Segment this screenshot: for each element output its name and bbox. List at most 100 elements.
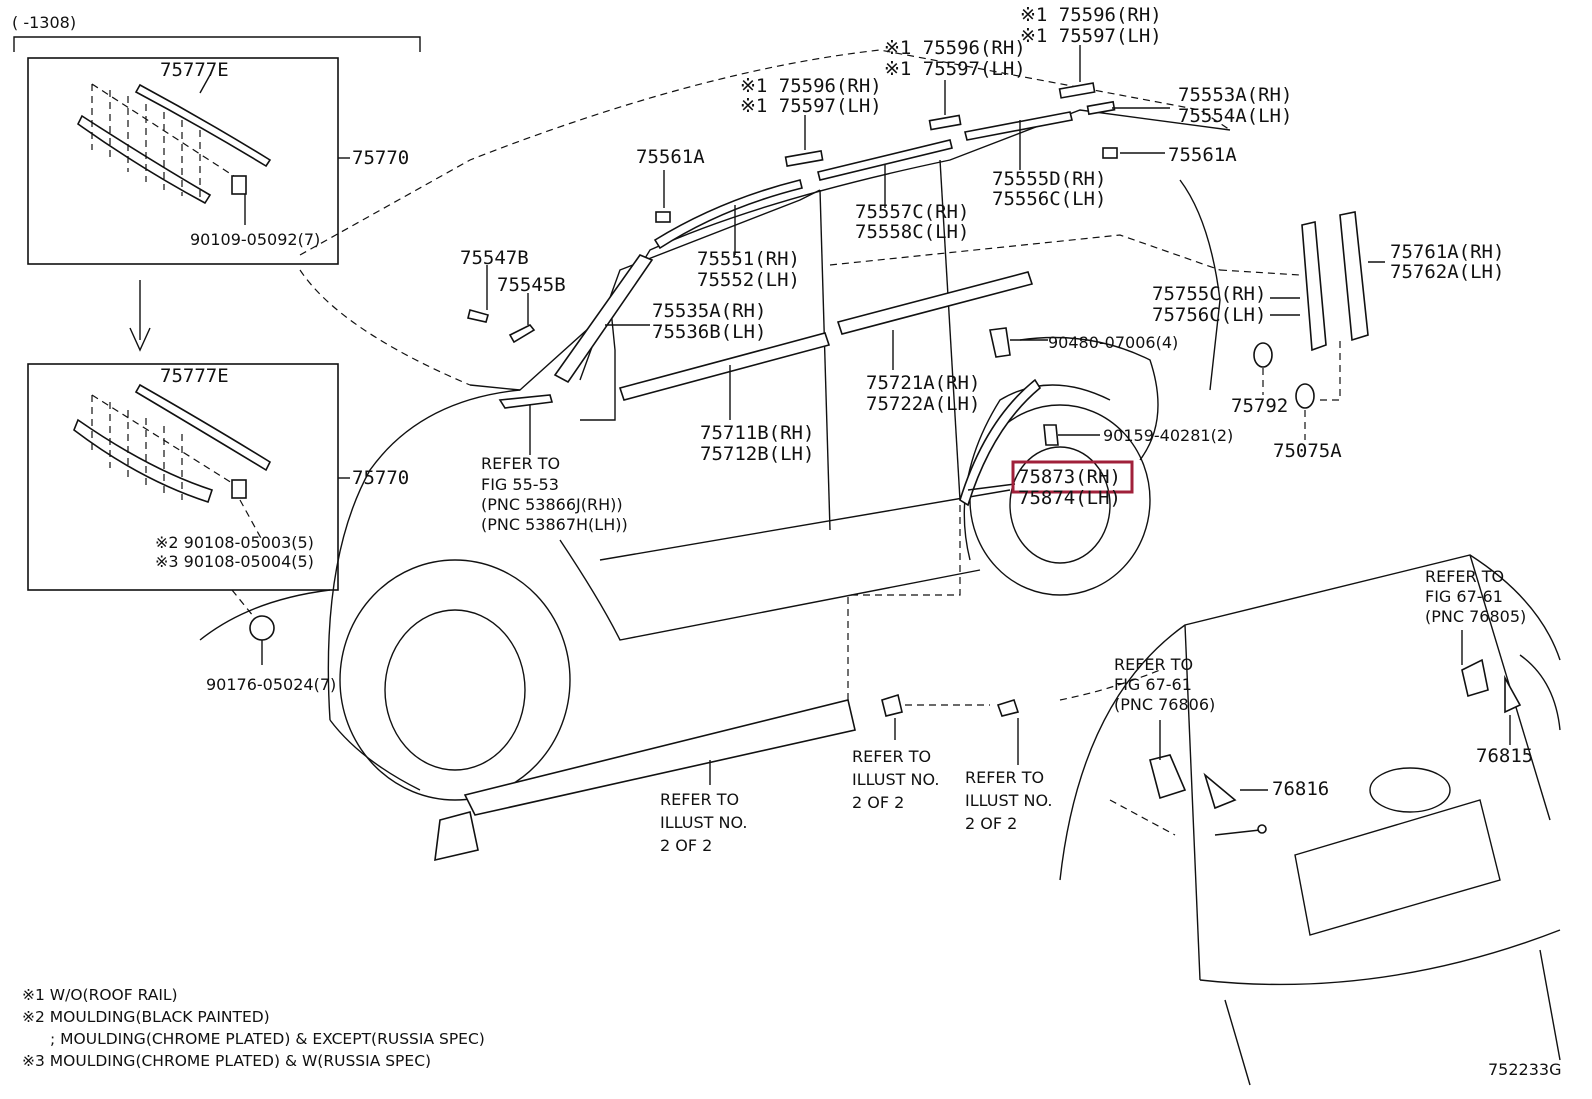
vehicle-outline: [199, 49, 1301, 801]
ref-illust-c: REFER TO ILLUST NO. 2 OF 2: [965, 768, 1052, 833]
leader-rocker-clip-ref: [894, 718, 1019, 765]
label-90480: 90480-07006(4): [1048, 333, 1178, 352]
clip-75792: [1253, 342, 1273, 368]
leader-75873: [967, 339, 1100, 491]
label-75596-b: ※1 75596(RH): [884, 37, 1026, 59]
range-label: ( -1308): [12, 13, 76, 32]
roof-drip-75557c: [817, 139, 953, 181]
figure-id: 752233G: [1488, 1060, 1561, 1079]
leader-75561a: [663, 152, 1165, 208]
label-75762a: 75762A(LH): [1390, 261, 1504, 283]
ref-fig-55-53: REFER TO FIG 55-53 (PNC 53866J(RH)) (PNC…: [481, 454, 628, 534]
label-75777e-bottom: 75777E: [160, 365, 229, 387]
label-75770-bottom: 75770: [352, 467, 409, 489]
svg-text:REFER TO: REFER TO: [965, 768, 1044, 787]
ref-illust-b: REFER TO ILLUST NO. 2 OF 2: [852, 747, 939, 812]
label-76815: 76815: [1476, 745, 1533, 767]
highlight-box-75873: [1011, 460, 1134, 494]
label-75545b: 75545B: [497, 274, 566, 296]
label-75711b: 75711B(RH): [700, 422, 814, 444]
label-75597-a: ※1 75597(LH): [740, 95, 882, 117]
svg-text:FIG 67-61: FIG 67-61: [1114, 675, 1192, 694]
svg-text:(PNC 53866J(RH)): (PNC 53866J(RH)): [481, 495, 623, 514]
label-75547b: 75547B: [460, 247, 529, 269]
svg-text:FIG 55-53: FIG 55-53: [481, 475, 559, 494]
label-75535a: 75535A(RH): [652, 300, 766, 322]
svg-text:(PNC 53867H(LH)): (PNC 53867H(LH)): [481, 515, 628, 534]
label-75722a: 75722A(LH): [866, 393, 980, 415]
clips-75561a: [655, 147, 1118, 223]
door-moulding-75721a: [836, 271, 1034, 335]
svg-text:2 OF 2: 2 OF 2: [965, 814, 1017, 833]
label-75555d: 75555D(RH): [992, 168, 1106, 190]
label-75552: 75552(LH): [697, 269, 800, 291]
svg-text:2 OF 2: 2 OF 2: [660, 836, 712, 855]
label-75561a-right: 75561A: [1168, 144, 1237, 166]
svg-text:ILLUST NO.: ILLUST NO.: [852, 770, 939, 789]
svg-text:ILLUST NO.: ILLUST NO.: [965, 791, 1052, 810]
range-bracket: [13, 36, 421, 52]
label-75558c: 75558C(LH): [855, 221, 969, 243]
ref-fig-67-61-b: REFER TO FIG 67-61 (PNC 76806): [1114, 655, 1215, 714]
label-75721a: 75721A(RH): [866, 372, 980, 394]
label-75597-c: ※1 75597(LH): [1020, 25, 1162, 47]
footnote-2: ※2 MOULDING(BLACK PAINTED): [22, 1008, 270, 1026]
label-75597-b: ※1 75597(LH): [884, 58, 1026, 80]
inset-box-top: [27, 57, 339, 265]
label-90108-b: ※3 90108-05004(5): [155, 552, 314, 571]
leader-caps: [804, 45, 1170, 150]
label-90176: 90176-05024(7): [206, 675, 336, 694]
label-76816: 76816: [1272, 778, 1329, 800]
ref-illust-a: REFER TO ILLUST NO. 2 OF 2: [660, 790, 747, 855]
footnote-1: ※1 W/O(ROOF RAIL): [22, 986, 178, 1004]
label-90109: 90109-05092(7): [190, 230, 320, 249]
label-75770-top: 75770: [352, 147, 409, 169]
label-90159: 90159-40281(2): [1103, 426, 1233, 445]
label-75561a-left: 75561A: [636, 146, 705, 168]
footnote-2-cont: ; MOULDING(CHROME PLATED) & EXCEPT(RUSSI…: [50, 1030, 485, 1048]
footnote-3: ※3 MOULDING(CHROME PLATED) & W(RUSSIA SP…: [22, 1052, 431, 1070]
label-75075a: 75075A: [1273, 440, 1342, 462]
label-75777e-top: 75777E: [160, 59, 229, 81]
label-75792: 75792: [1231, 395, 1288, 417]
leader-rear-dash: [1059, 669, 1176, 836]
label-75755c: 75755C(RH): [1152, 283, 1266, 305]
rear-garnish-parts: [1149, 658, 1522, 836]
label-75553a: 75553A(RH): [1178, 84, 1292, 106]
svg-text:REFER TO: REFER TO: [660, 790, 739, 809]
label-75596-a: ※1 75596(RH): [740, 75, 882, 97]
svg-text:(PNC 76805): (PNC 76805): [1425, 607, 1526, 626]
leader-rear-parts: [1159, 630, 1511, 791]
svg-text:ILLUST NO.: ILLUST NO.: [660, 813, 747, 832]
svg-text:REFER TO: REFER TO: [1425, 567, 1504, 586]
label-75596-c: ※1 75596(RH): [1020, 4, 1162, 26]
door-moulding-75711b: [618, 332, 831, 401]
footnotes: ※1 W/O(ROOF RAIL) ※2 MOULDING(BLACK PAIN…: [22, 986, 485, 1070]
clips-rocker: [881, 693, 1020, 717]
pillar-garnish-75761a: [1301, 211, 1369, 352]
inset-box-bottom: [27, 363, 339, 591]
label-75551: 75551(RH): [697, 248, 800, 270]
label-75554a: 75554A(LH): [1178, 105, 1292, 127]
leader-rear-clips: [1262, 340, 1341, 440]
leader-75777e-top: [199, 74, 211, 94]
svg-text:REFER TO: REFER TO: [481, 454, 560, 473]
label-75761a: 75761A(RH): [1390, 241, 1504, 263]
label-75557c: 75557C(RH): [855, 201, 969, 223]
garnish-75777e-top: [76, 83, 272, 205]
label-75536b: 75536B(LH): [652, 321, 766, 343]
leader-front-fasteners: [486, 265, 531, 455]
svg-text:REFER TO: REFER TO: [1114, 655, 1193, 674]
label-75874: 75874(LH): [1018, 487, 1121, 509]
garnish-75777e-bottom: [73, 383, 272, 504]
svg-text:FIG 67-61: FIG 67-61: [1425, 587, 1503, 606]
wheel-arch-moulding-75873: [959, 327, 1059, 507]
label-75712b: 75712B(LH): [700, 443, 814, 465]
label-90108-a: ※2 90108-05003(5): [155, 533, 314, 552]
fasteners-front: [467, 309, 554, 409]
rear-vehicle-outline: [1059, 554, 1561, 1086]
down-arrow-icon: [129, 280, 151, 352]
svg-text:(PNC 76806): (PNC 76806): [1114, 695, 1215, 714]
svg-text:REFER TO: REFER TO: [852, 747, 931, 766]
